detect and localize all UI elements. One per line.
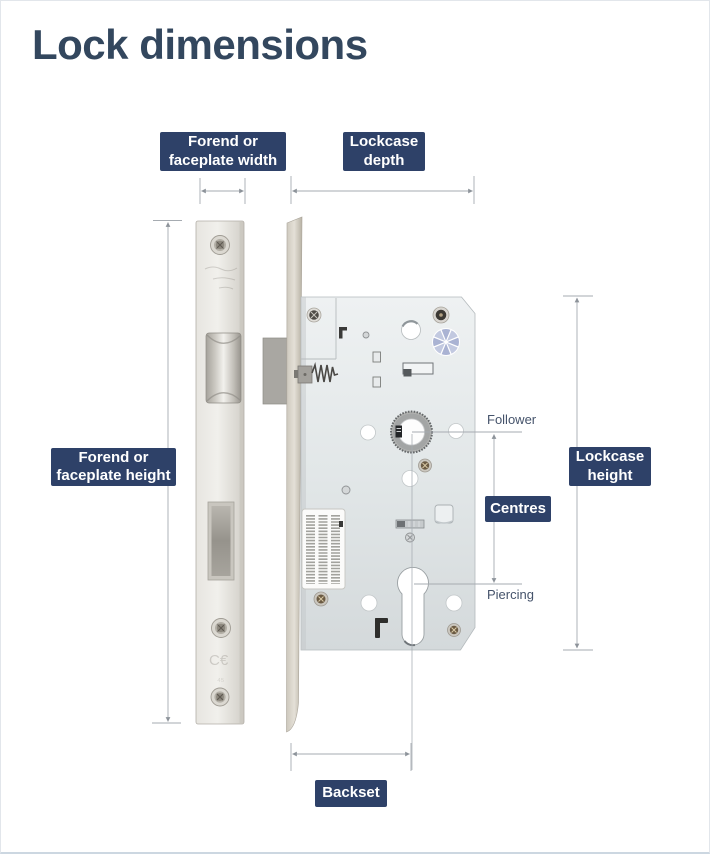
callout-lockcase-height-line2: height: [587, 466, 633, 484]
case-screw-small: [405, 532, 415, 543]
internal-pin-mid: [341, 485, 351, 495]
forend-edge-plate: [286, 216, 303, 733]
case-screw-top-left: [306, 307, 322, 323]
callout-backset: Backset: [315, 780, 387, 807]
internal-slot-1: [372, 351, 381, 363]
internal-bracket-bottom: [375, 618, 388, 638]
callout-lockcase-height-line1: Lockcase: [575, 448, 645, 465]
internal-pin-top: [362, 331, 370, 339]
case-hole-mid: [401, 470, 419, 487]
spec-sticker: [301, 508, 346, 590]
internal-slot-2: [372, 376, 381, 388]
case-hole-bottom-left: [360, 594, 378, 612]
case-hole-bottom-right: [445, 594, 463, 612]
callout-forend-width-line2: faceplate width: [168, 151, 278, 169]
case-hole-right-of-follower: [448, 423, 464, 439]
case-screw-top-right: [432, 306, 450, 324]
callout-lockcase-depth: Lockcase depth: [343, 132, 425, 171]
label-piercing: Piercing: [487, 587, 534, 602]
case-screw-bottom-right: [447, 623, 461, 637]
forend-plate: C€ ₄₅: [195, 220, 245, 725]
forend-screw-top: [210, 235, 230, 255]
internal-window-slot: [402, 362, 434, 377]
case-screw-below-sticker: [313, 591, 329, 607]
latch-bolt: [205, 332, 242, 404]
forend-screw-middle: [211, 618, 231, 638]
page-title: Lock dimensions: [32, 21, 368, 68]
ridged-slot: [395, 519, 425, 529]
dim-backset: [290, 743, 412, 771]
forend-screw-bottom: [210, 687, 230, 707]
callout-lockcase-depth-line1: Lockcase: [349, 133, 419, 150]
internal-bracket-top: [339, 327, 347, 339]
lockcase-body: [294, 296, 476, 651]
dim-forend-width: [199, 178, 246, 204]
case-hole-left-of-follower: [360, 424, 376, 441]
callout-lockcase-depth-line2: depth: [363, 151, 405, 169]
case-boss-square: [434, 504, 454, 524]
euro-cylinder-shadow: [403, 640, 416, 647]
case-screw-mid: [418, 458, 432, 473]
deadbolt: [207, 501, 235, 581]
callout-centres: Centres: [485, 496, 551, 522]
engraved-brand-mark: [204, 266, 238, 290]
dim-lockcase-depth: [290, 176, 475, 204]
engraved-cert-mark: ₄₅: [217, 673, 225, 683]
callout-forend-height-line2: faceplate height: [56, 467, 171, 484]
case-boss-shadow: [435, 520, 453, 524]
mortice-lock: C€ ₄₅: [195, 216, 476, 733]
euro-cylinder-hole: [397, 567, 429, 646]
latch-spring: [294, 361, 339, 384]
brand-pinwheel-icon: [432, 328, 460, 356]
callout-forend-height-line1: Forend or: [78, 448, 149, 466]
callout-lockcase-height: Lockcase height: [569, 447, 651, 486]
case-hole-top: [401, 320, 421, 340]
engraved-ce-mark: C€: [209, 652, 229, 669]
label-follower: Follower: [487, 412, 537, 427]
callout-centres-line1: Centres: [490, 499, 546, 517]
callout-forend-width-line1: Forend or: [188, 133, 258, 150]
callout-forend-height: Forend or faceplate height: [51, 448, 176, 486]
callout-backset-line1: Backset: [322, 784, 380, 802]
callout-forend-width: Forend or faceplate width: [160, 132, 286, 171]
